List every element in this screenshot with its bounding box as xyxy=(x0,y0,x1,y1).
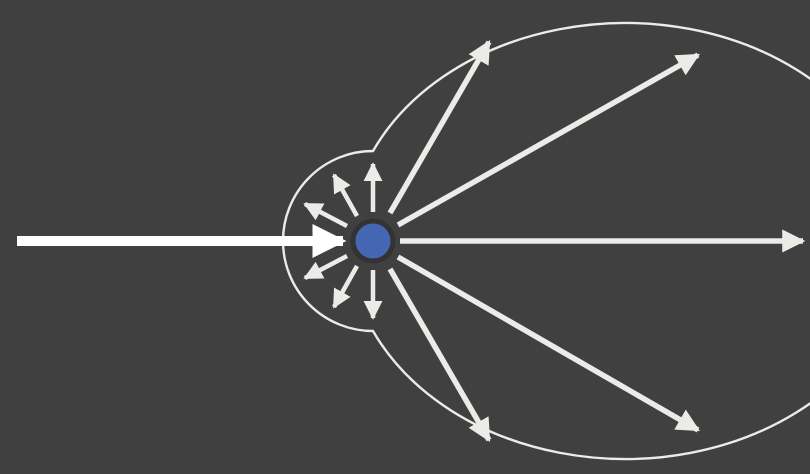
back-arrow-left-up xyxy=(305,204,347,226)
scattered-arrow-up xyxy=(390,42,489,213)
forward-arrows xyxy=(390,42,803,440)
back-arrow-lower-left xyxy=(334,266,357,307)
back-arrow-upper-left xyxy=(334,175,357,216)
scattered-arrow-down xyxy=(390,269,489,440)
back-arrow-left-down xyxy=(305,256,347,278)
scatterer-particle xyxy=(353,221,393,261)
scattered-arrow-upper-right xyxy=(398,55,698,225)
